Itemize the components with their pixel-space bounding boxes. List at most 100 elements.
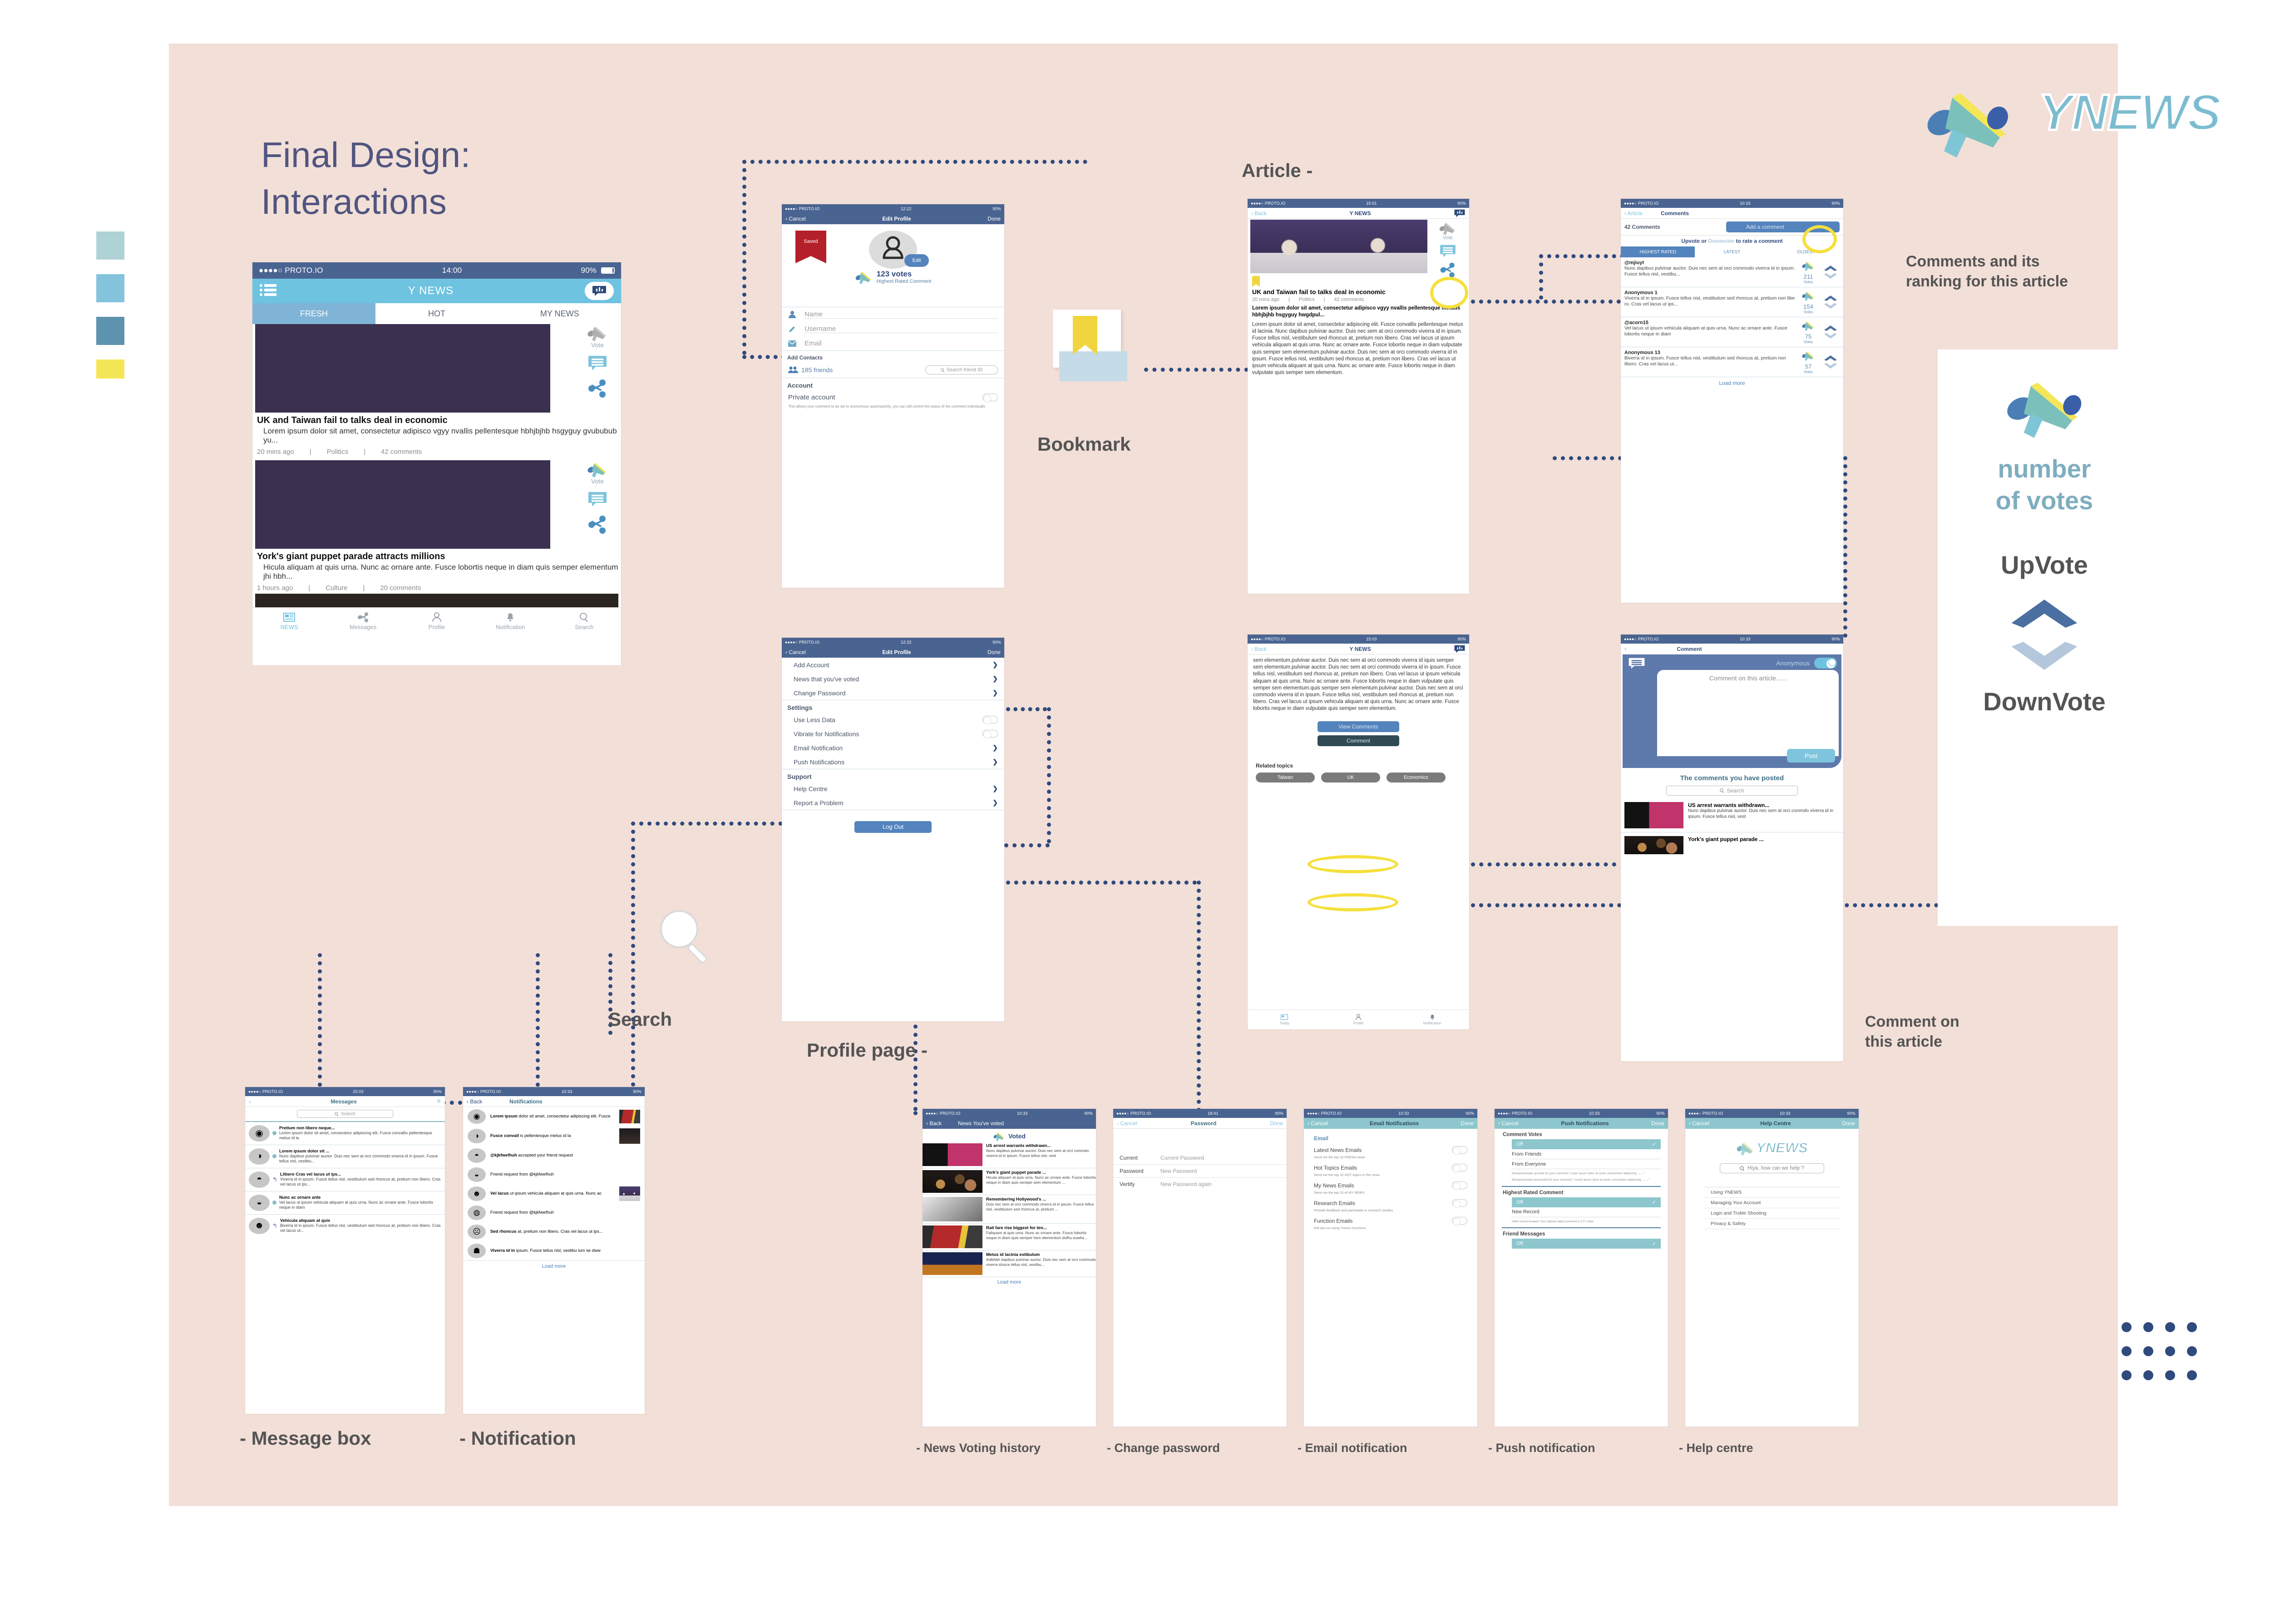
- megaphone-icon[interactable]: [587, 324, 608, 341]
- notification-row[interactable]: ◒ Friend request from @kjkfwefhuh: [463, 1165, 645, 1184]
- use-less-data-toggle[interactable]: [982, 716, 998, 724]
- support-help-centre[interactable]: Help Centre❯: [782, 782, 1004, 796]
- push-option-selected[interactable]: Off✓: [1512, 1139, 1661, 1149]
- my-news-toggle[interactable]: [1452, 1181, 1467, 1190]
- email-setting-row[interactable]: Latest News Emails Send me the top 10 FR…: [1304, 1142, 1477, 1159]
- friend-search-input[interactable]: Search friend ID: [925, 365, 998, 374]
- comment-row[interactable]: @mjiuyt Nunc dapibus pulvinar auctor. Du…: [1621, 257, 1843, 287]
- tab-notification[interactable]: Notification: [1395, 1010, 1469, 1029]
- comment-row[interactable]: Anonymous 1 Viverra id in ipsum. Fusce t…: [1621, 287, 1843, 317]
- push-option[interactable]: From Everyone: [1512, 1159, 1661, 1169]
- back-button[interactable]: ‹: [249, 1097, 251, 1105]
- verify-password-row[interactable]: Vertify New Password again: [1113, 1178, 1287, 1191]
- voted-row[interactable]: Remembering Hollywood's ... Duis nec sem…: [923, 1195, 1096, 1224]
- back-button[interactable]: ‹ Back: [926, 1120, 942, 1127]
- help-link-login-troubleshooting[interactable]: Login and Troble Shooting: [1704, 1208, 1840, 1219]
- done-button[interactable]: Done: [1270, 1120, 1283, 1127]
- tab-fresh[interactable]: FRESH: [252, 303, 375, 324]
- load-more-button[interactable]: Load more: [1719, 380, 1745, 386]
- tab-profile[interactable]: Profile: [400, 608, 474, 635]
- notification-row[interactable]: ☻ Vel lacus ut ipsum vehicula aliquam at…: [463, 1184, 645, 1203]
- megaphone-icon[interactable]: [1439, 221, 1457, 235]
- megaphone-icon[interactable]: [587, 460, 608, 477]
- downvote-chevron-icon[interactable]: [1824, 363, 1837, 369]
- comment-row[interactable]: @acorn15 Vel lacus ut ipsum vehicula ali…: [1621, 317, 1843, 347]
- current-password-input[interactable]: Current Password: [1160, 1155, 1204, 1161]
- share-icon[interactable]: [1440, 262, 1456, 278]
- chat-chart-icon[interactable]: [1454, 645, 1466, 654]
- notification-row[interactable]: ☗ Viverra id in ipsum. Fusce tellus nisl…: [463, 1241, 645, 1260]
- comment-icon[interactable]: [1439, 244, 1456, 259]
- share-icon[interactable]: [587, 515, 607, 534]
- message-list-item[interactable]: ◓ ↰ Llibero Cras vel lacus ut ips... Viv…: [245, 1168, 445, 1191]
- cancel-button[interactable]: ‹ Cancel: [1117, 1120, 1137, 1127]
- cancel-button[interactable]: ‹ Cancel: [1308, 1120, 1328, 1127]
- notification-row[interactable]: ☹ Sed rhoncus at, pretium non libero. Cr…: [463, 1222, 645, 1241]
- tab-messages[interactable]: Messages: [326, 608, 400, 635]
- tab-today[interactable]: Today: [1248, 1010, 1322, 1029]
- back-button[interactable]: ‹ Back: [1251, 210, 1267, 217]
- phone-comment-compose[interactable]: ●●●●○ PROTO.IO 10:33 90% ‹ Comment Anony…: [1621, 635, 1843, 1061]
- private-account-toggle[interactable]: [982, 394, 998, 402]
- message-list-item[interactable]: ◉ Pretium non libero neque... Lorem ipsu…: [245, 1122, 445, 1145]
- share-icon[interactable]: [587, 379, 607, 398]
- message-list-item[interactable]: ◑ Lorem ipsum dolor sit ... Nunc dapibus…: [245, 1145, 445, 1168]
- done-button[interactable]: Done: [987, 216, 1001, 222]
- push-option-selected[interactable]: Off✓: [1512, 1239, 1661, 1249]
- downvote-chevron-icon[interactable]: [1824, 333, 1837, 339]
- logout-button[interactable]: Log Out: [854, 821, 932, 833]
- setting-vibrate[interactable]: Vibrate for Notifications: [782, 727, 1004, 741]
- push-option[interactable]: New Record: [1512, 1207, 1661, 1217]
- comment-icon[interactable]: [587, 491, 607, 508]
- voted-row[interactable]: Rail fare rise biggest for ten... Faliqu…: [923, 1224, 1096, 1250]
- upvote-chevron-icon[interactable]: [1824, 325, 1837, 331]
- new-password-row[interactable]: Password New Password: [1113, 1165, 1287, 1178]
- phone-help-centre[interactable]: ●●●●○ PROTO.IO 10:33 90% ‹ Cancel Help C…: [1685, 1109, 1859, 1427]
- phone-comments-list[interactable]: ●●●●○ PROTO.IO 10:33 90% ‹ Article Comme…: [1621, 199, 1843, 603]
- topic-chip[interactable]: Economics: [1387, 773, 1446, 783]
- email-setting-row[interactable]: My News Emails Send me the top 10 of MY …: [1304, 1177, 1477, 1195]
- avatar[interactable]: Edit: [869, 231, 929, 269]
- bottom-tab-bar[interactable]: Today Profile Notification: [1248, 1009, 1469, 1029]
- edit-avatar-button[interactable]: Edit: [904, 254, 929, 267]
- bottom-tab-bar[interactable]: NEWS Messages Profile Notification Searc…: [252, 607, 621, 635]
- hot-topics-toggle[interactable]: [1452, 1164, 1467, 1172]
- voted-row[interactable]: US arrest warrants withdrawn... Nunc dap…: [923, 1143, 1096, 1168]
- posted-comment-row[interactable]: York's giant puppet parade ...: [1621, 832, 1843, 858]
- email-setting-row[interactable]: Research Emails Provide feedback and par…: [1304, 1195, 1477, 1212]
- posted-comment-row[interactable]: US arrest warrants withdrawn... Nunc dap…: [1621, 798, 1843, 832]
- back-button[interactable]: ‹ Back: [1251, 645, 1267, 652]
- article-action-rail[interactable]: Vote: [577, 324, 618, 398]
- push-option[interactable]: From Friends: [1512, 1149, 1661, 1159]
- sort-tabs[interactable]: HIGHEST RATED LATEST OLDEST: [1621, 246, 1843, 257]
- phone-notifications[interactable]: ●●●●○ PROTO.IO 10:33 90% ‹ Back Notifica…: [463, 1087, 645, 1414]
- name-field-row[interactable]: Name: [782, 307, 1004, 322]
- profile-avatar-button[interactable]: [585, 282, 614, 300]
- phone-article-top[interactable]: ●●●●○ PROTO.IO 15:01 90% ‹ Back Y NEWS V…: [1248, 199, 1469, 594]
- bookmark-icon[interactable]: [1252, 276, 1260, 287]
- email-input[interactable]: Email: [804, 340, 822, 347]
- messages-search-input[interactable]: Search: [297, 1110, 393, 1118]
- verify-password-input[interactable]: New Password again: [1160, 1181, 1212, 1187]
- menu-item-change-password[interactable]: Change Password❯: [782, 686, 1004, 700]
- current-password-row[interactable]: Current Current Password: [1113, 1152, 1287, 1165]
- topic-chip[interactable]: UK: [1321, 773, 1380, 783]
- back-to-article-button[interactable]: ‹ Article: [1624, 210, 1643, 217]
- done-button[interactable]: Done: [1842, 1120, 1855, 1127]
- comment-textarea[interactable]: Comment on this article......: [1657, 670, 1839, 756]
- setting-push-notifications[interactable]: Push Notifications❯: [782, 755, 1004, 769]
- help-search-input[interactable]: Hiya, how can we help ?: [1720, 1163, 1824, 1173]
- feed-article[interactable]: Vote York's giant puppet parade attracts…: [252, 460, 621, 594]
- push-option-selected[interactable]: Off✓: [1512, 1197, 1661, 1207]
- article-action-rail[interactable]: Vote: [577, 460, 618, 534]
- private-account-row[interactable]: Private account: [782, 390, 1004, 404]
- phone-edit-profile-settings[interactable]: ●●●●○ PROTO.IO 12:22 90% ‹ Cancel Edit P…: [782, 638, 1004, 1021]
- phone-article-bottom[interactable]: ●●●●○ PROTO.IO 15:03 90% ‹ Back Y NEWS s…: [1248, 635, 1469, 1029]
- notification-row[interactable]: ◉ Lorem ipsum dolor sit amet, consectetu…: [463, 1107, 645, 1126]
- email-setting-row[interactable]: Function Emails Get tips on using Ynew's…: [1304, 1212, 1477, 1230]
- done-button[interactable]: Done: [987, 649, 1001, 655]
- back-button[interactable]: ‹: [1624, 645, 1627, 653]
- sort-tab-highest-rated[interactable]: HIGHEST RATED: [1621, 246, 1695, 257]
- email-field-row[interactable]: Email: [782, 336, 1004, 350]
- notification-row[interactable]: ◑ Fusce convall is pellentesque metus id…: [463, 1126, 645, 1146]
